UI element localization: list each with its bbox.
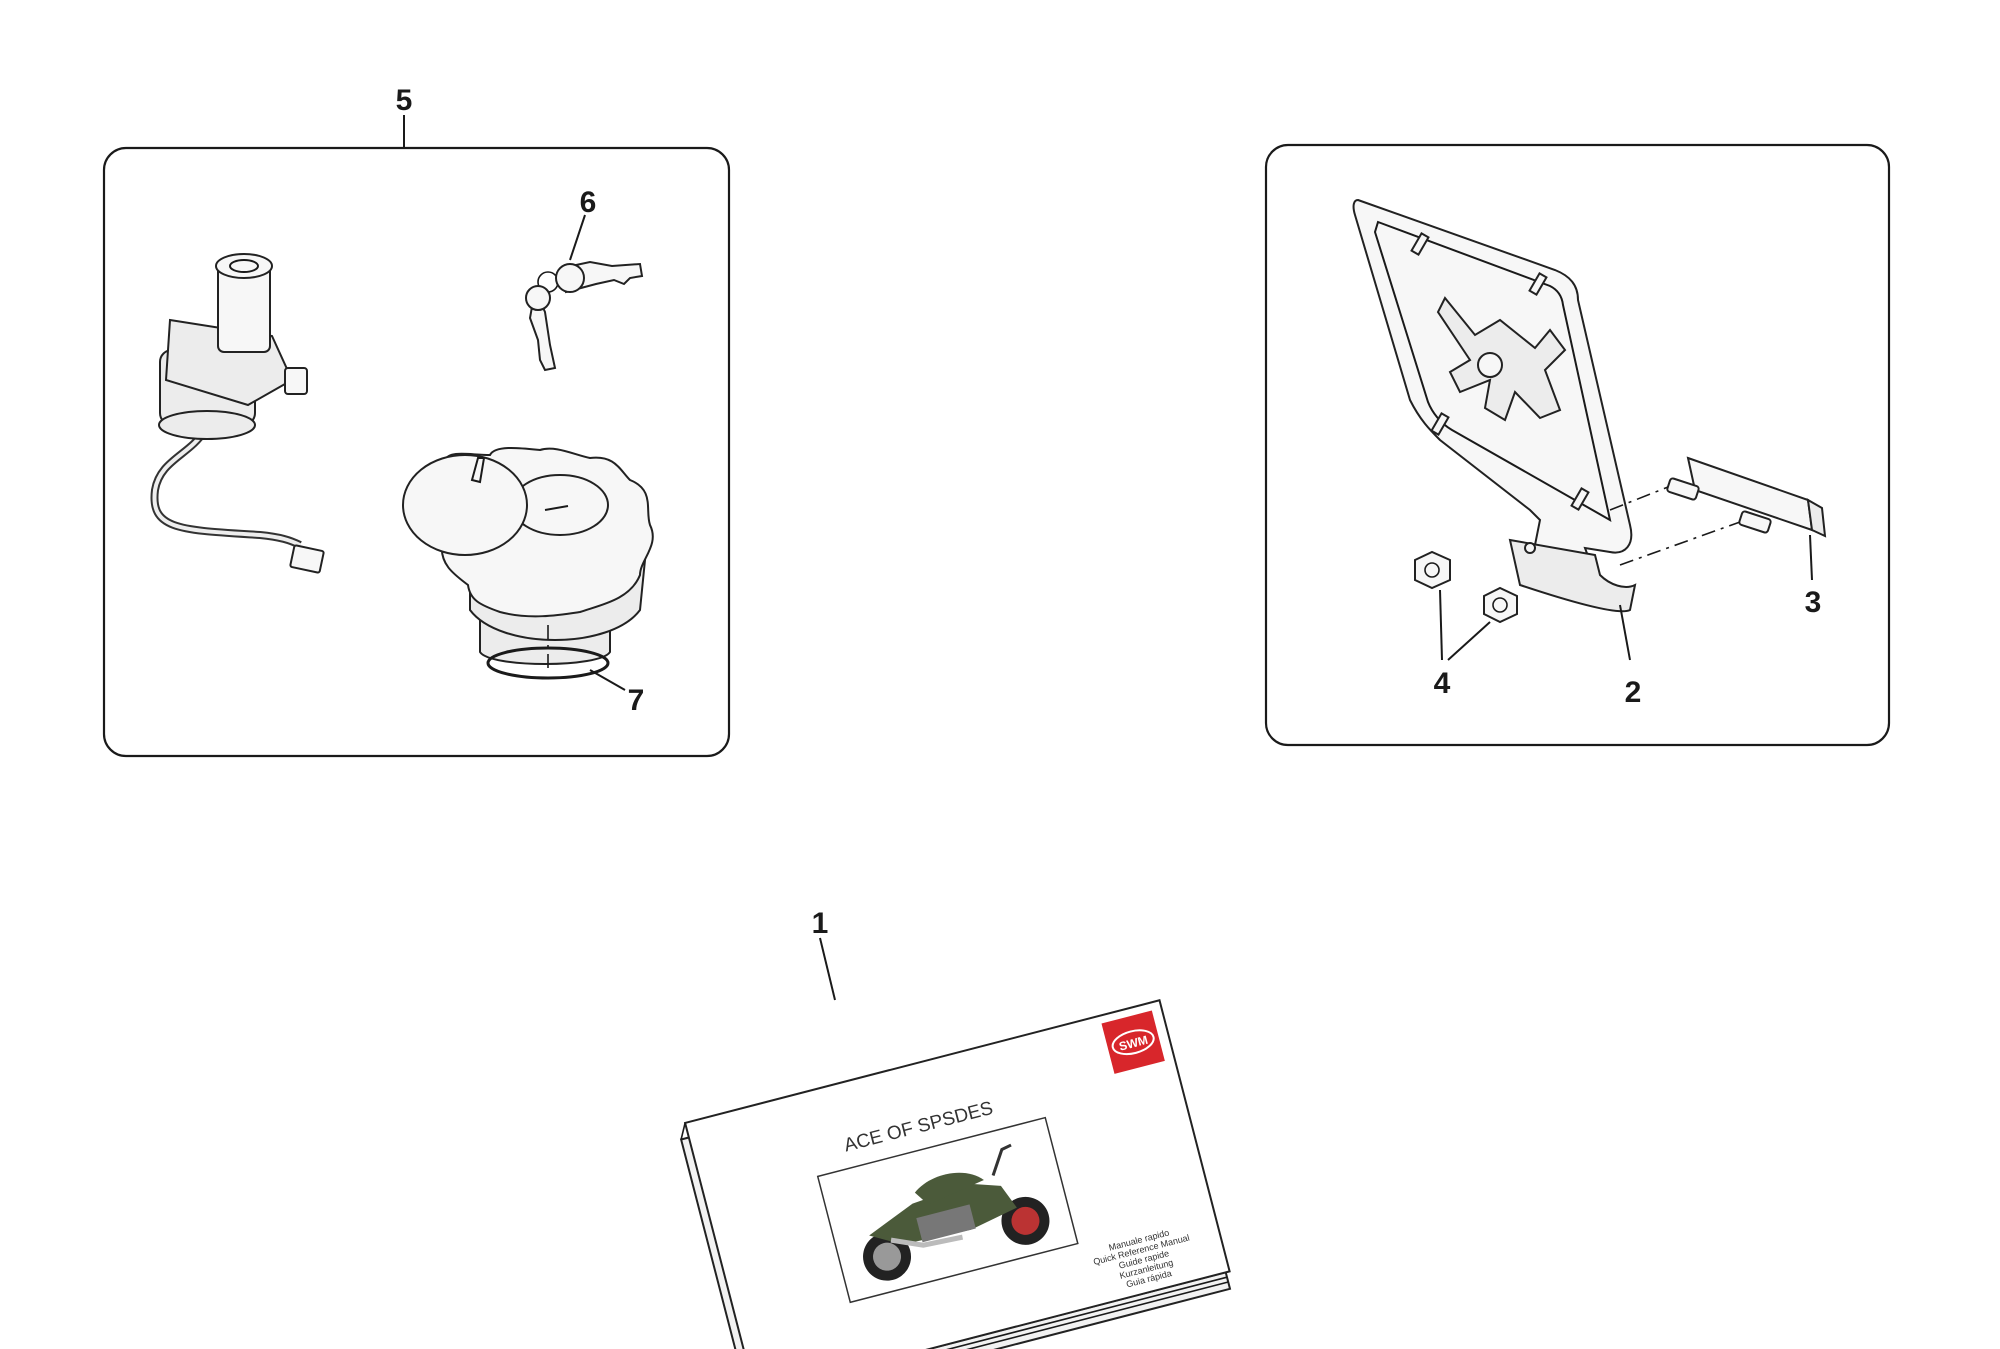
leader-4b	[1447, 621, 1491, 661]
leader-4a	[1439, 589, 1443, 661]
callout-7: 7	[628, 684, 645, 717]
reflector-bracket: 3	[1609, 456, 1827, 619]
ignition-switch	[150, 253, 325, 574]
owner-manual: 1 SWM	[679, 907, 1232, 1349]
callout-5: 5	[396, 84, 413, 117]
leader-7	[589, 669, 626, 691]
fuel-cap: 7	[402, 447, 654, 717]
plate-holder-panel: 3 4 2	[1264, 143, 1891, 747]
plate-holder	[1352, 198, 1637, 613]
callout-6: 6	[580, 186, 597, 219]
leader-2	[1619, 604, 1631, 661]
callout-4: 4	[1434, 667, 1451, 700]
swm-logo	[1101, 1010, 1165, 1074]
panel-frame-right	[1264, 143, 1891, 747]
callout-1: 1	[812, 907, 829, 940]
callout-3: 3	[1805, 586, 1822, 619]
panel-frame-left	[102, 146, 731, 758]
keys: 6	[525, 186, 644, 372]
motorcycle-photo	[863, 1143, 1050, 1281]
ignition-set-panel: 5 6	[102, 84, 731, 758]
leader-1	[819, 937, 836, 1001]
flange-nuts: 4	[1414, 550, 1518, 700]
leader-6	[569, 214, 586, 261]
leader-3	[1809, 534, 1813, 581]
callout-2: 2	[1625, 676, 1642, 709]
